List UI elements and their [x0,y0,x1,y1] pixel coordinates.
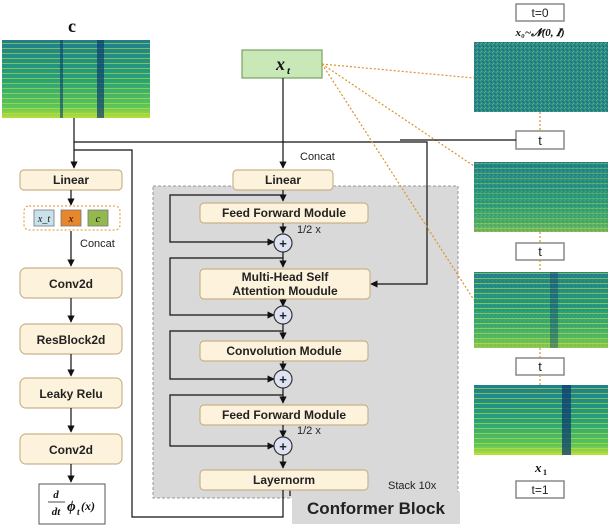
conformer-title-bg [292,492,460,524]
dotted-link-1 [321,63,475,79]
output-t: t [77,507,80,517]
token-group-outline [23,205,121,231]
left-linear-label: Linear [53,173,89,187]
plus-2: + [279,308,287,323]
ff2-box [199,404,369,426]
mhsa-box [199,268,371,300]
output-d: d [53,489,59,501]
plus-1: + [279,236,287,251]
spectrogram-icon [474,162,608,232]
x1-main: x [534,460,542,475]
conformer-block-title: Conformer Block [307,499,445,518]
condition-label: c [68,16,76,36]
token-c [87,209,109,227]
c-to-mhsa-arrow [370,183,428,288]
condition-spectrogram-icon [2,40,150,118]
spectrogram-icon [474,385,608,455]
left-resblock-label: ResBlock2d [37,333,106,347]
output-phi: ϕ [67,499,76,515]
spectrogram-icon [474,272,608,348]
ff1-box [199,202,369,224]
t0-label: t=0 [531,6,548,20]
token-xt [33,209,55,227]
ff1-label: Feed Forward Module [222,206,346,220]
mhsa-label-1: Multi-Head Self [242,270,330,284]
residual-3 [169,330,283,383]
token-x [60,209,82,227]
conv-module-box [199,340,369,362]
left-conv2d-1-label: Conv2d [49,277,93,291]
half1-label: 1/2 x [297,224,321,236]
t1-label: t=1 [531,483,548,497]
token-xt-label: x_t [37,214,50,225]
plus-3: + [279,372,287,387]
output-dt: dt [52,506,62,518]
t-label-0: t [538,133,542,148]
x0-formula: x₀~𝓝(0, 𝑰) [514,27,564,39]
center-concat-label: Concat [300,151,335,163]
left-conv2d-2-label: Conv2d [49,443,93,457]
half2-label: 1/2 x [297,425,321,437]
output-box [38,483,106,525]
left-concat-label: Concat [80,238,115,250]
conv-module-label: Convolution Module [226,344,342,358]
dotted-link-2 [321,63,475,167]
token-c-label: c [96,213,101,225]
t-label-1: t [538,244,542,259]
x1-sub: 1 [543,468,547,477]
xt-input-box [241,49,323,79]
layernorm-label: Layernorm [253,473,315,487]
residual-4 [169,394,283,450]
ff2-label: Feed Forward Module [222,408,346,422]
output-x: (x) [81,499,95,513]
xt-input-main: x [275,54,285,74]
center-linear-label: Linear [265,173,301,187]
t1-label-box [515,480,565,499]
token-x-label: x [68,213,74,225]
xt-input-sub: t [287,65,291,77]
residual-2 [169,257,283,319]
conformer-output-line [74,149,284,518]
left-leaky-label: Leaky Relu [39,387,102,401]
residual-1 [169,194,283,246]
c-line [73,118,428,183]
noise-image-icon [474,42,608,112]
dotted-link-3 [321,63,475,301]
t-label-2: t [538,359,542,374]
plus-4: + [279,439,287,454]
layernorm-box [199,469,369,491]
t0-label-box [515,3,565,22]
stack-label: Stack 10x [388,480,437,492]
mhsa-label-2: Attention Moudule [232,284,338,298]
